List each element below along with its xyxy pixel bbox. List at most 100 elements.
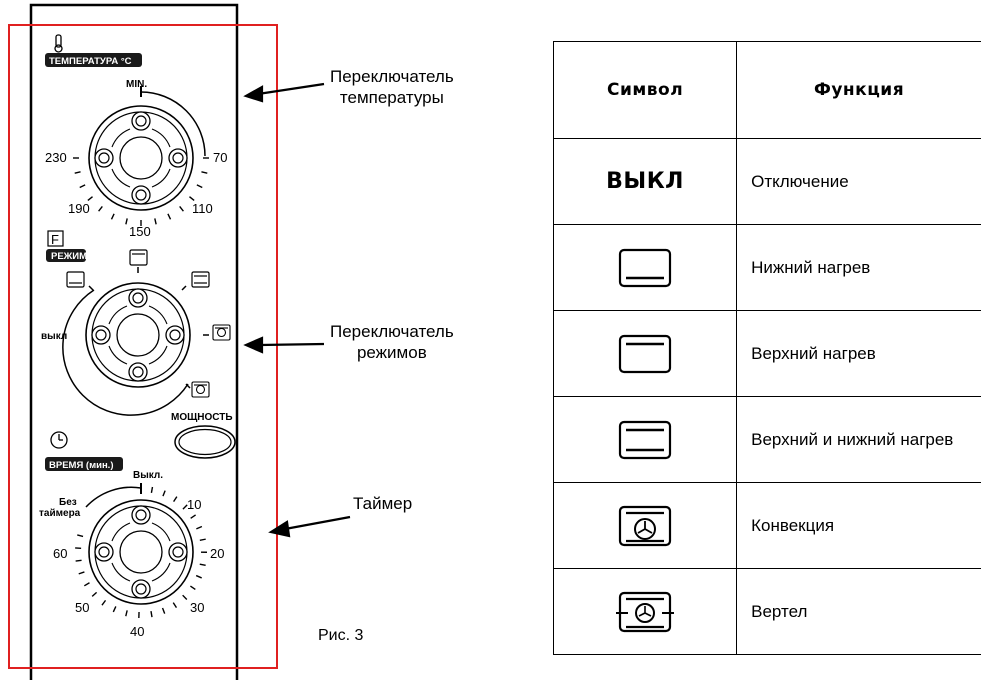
no-timer-label-2: таймера <box>39 508 81 519</box>
knob-screw-head <box>172 152 184 164</box>
knob-screw-head <box>132 292 144 304</box>
knob-center <box>119 136 163 180</box>
function-top-bottom-heat: Верхний и нижний нагрев <box>736 396 981 483</box>
temp-arc <box>140 91 206 157</box>
scale-tick <box>87 196 93 201</box>
knob-outer-ring <box>88 105 194 211</box>
knob-screw <box>131 579 151 599</box>
header-function: Функция <box>736 41 981 139</box>
temp-label-230: 230 <box>45 150 67 165</box>
knob-link <box>111 562 131 582</box>
scale-tick <box>98 206 103 212</box>
timer-label-60: 60 <box>53 546 67 561</box>
knob-screw-head <box>95 329 107 341</box>
mode-bottom-heat-icon <box>66 271 85 288</box>
header-symbol: Символ <box>552 41 738 139</box>
knob-link <box>111 522 131 542</box>
scale-tick <box>189 196 195 201</box>
mode-ticks <box>88 267 209 389</box>
power-button[interactable] <box>174 425 236 459</box>
temperature-knob[interactable] <box>88 105 194 211</box>
knob-link <box>151 168 171 188</box>
mode-rotisserie-icon <box>191 381 210 398</box>
timer-label-50: 50 <box>75 600 89 615</box>
knob-link <box>148 345 168 365</box>
time-badge-label: ВРЕМЯ (мин.) <box>49 460 114 471</box>
knob-link <box>108 305 128 325</box>
temperature-badge-label: ТЕМПЕРАТУРА °С <box>49 56 132 67</box>
bottom-heat-icon <box>618 248 672 287</box>
mode-badge <box>46 249 86 262</box>
clock-icon <box>50 431 68 449</box>
time-badge <box>45 457 123 471</box>
scale-tick <box>182 594 188 600</box>
legend-header-row: Символ Функция <box>552 41 981 139</box>
temperature-switch-callout-line1: Переключатель <box>330 67 454 86</box>
mode-letter: F <box>51 232 59 247</box>
timer-off-label: Выкл. <box>133 470 163 481</box>
scale-tick <box>190 514 197 519</box>
knob-screw <box>131 505 151 525</box>
rotisserie-icon <box>616 591 675 632</box>
temp-label-190: 190 <box>68 201 90 216</box>
knob-screw <box>168 148 188 168</box>
knob-link <box>111 128 131 148</box>
timer-label-40: 40 <box>130 624 144 639</box>
scale-tick <box>190 585 196 591</box>
temp-min-label: MIN. <box>126 79 147 90</box>
knob-screw <box>165 325 185 345</box>
off-symbol-text: ВЫКЛ <box>606 169 684 194</box>
knob-center <box>116 313 160 357</box>
convection-icon <box>618 505 672 546</box>
scale-tick <box>150 611 153 618</box>
knob-screw <box>128 362 148 382</box>
scale-tick <box>75 559 82 562</box>
timer-knob[interactable] <box>88 499 194 605</box>
mode-off-label: выкл <box>41 331 67 342</box>
knob-screw <box>131 185 151 205</box>
timer-label-10: 10 <box>187 497 201 512</box>
knob-screw-head <box>169 329 181 341</box>
knob-screw-head <box>135 115 147 127</box>
mode-top-bottom-heat-icon <box>191 271 210 288</box>
mode-switch-callout: Переключатель режимов <box>330 321 454 363</box>
legend-row-convection: Конвекция <box>552 482 981 569</box>
knob-screw <box>94 148 114 168</box>
temperature-switch-callout: Переключатель температуры <box>330 66 454 108</box>
scale-tick <box>173 496 178 503</box>
knob-screw-head <box>132 366 144 378</box>
scale-tick <box>83 582 90 587</box>
figure-label: Рис. 3 <box>318 627 364 644</box>
mode-badge-label: РЕЖИМ <box>51 251 87 262</box>
scale-tick <box>199 538 206 541</box>
panel-outline <box>29 3 239 680</box>
callout-arrows <box>243 82 351 538</box>
mode-knob[interactable] <box>85 282 191 388</box>
scale-tick <box>162 490 166 497</box>
knob-link <box>108 345 128 365</box>
scale-tick <box>167 213 172 220</box>
top-heat-icon <box>618 334 672 373</box>
scale-tick <box>196 184 203 189</box>
mode-letter-box <box>47 230 64 247</box>
mode-convection-icon <box>212 324 231 341</box>
scale-tick <box>154 218 157 225</box>
timer-scale-ticks <box>75 486 208 618</box>
scale-tick <box>112 606 117 613</box>
mode-top-heat-icon <box>129 249 148 266</box>
scale-tick <box>182 504 188 510</box>
scale-tick <box>150 486 154 494</box>
knob-outer-ring <box>88 499 194 605</box>
knob-link <box>151 562 171 582</box>
knob-screw-head <box>135 583 147 595</box>
scale-tick <box>196 525 203 530</box>
mode-switch-callout-line2: режимов <box>356 343 427 362</box>
knob-screw <box>91 325 111 345</box>
timer-label-30: 30 <box>190 600 204 615</box>
top-bottom-heat-icon <box>618 420 672 459</box>
knob-screw-head <box>98 152 110 164</box>
knob-link <box>148 305 168 325</box>
knob-center <box>119 530 163 574</box>
scale-tick <box>179 206 184 212</box>
mode-arc <box>62 289 189 416</box>
